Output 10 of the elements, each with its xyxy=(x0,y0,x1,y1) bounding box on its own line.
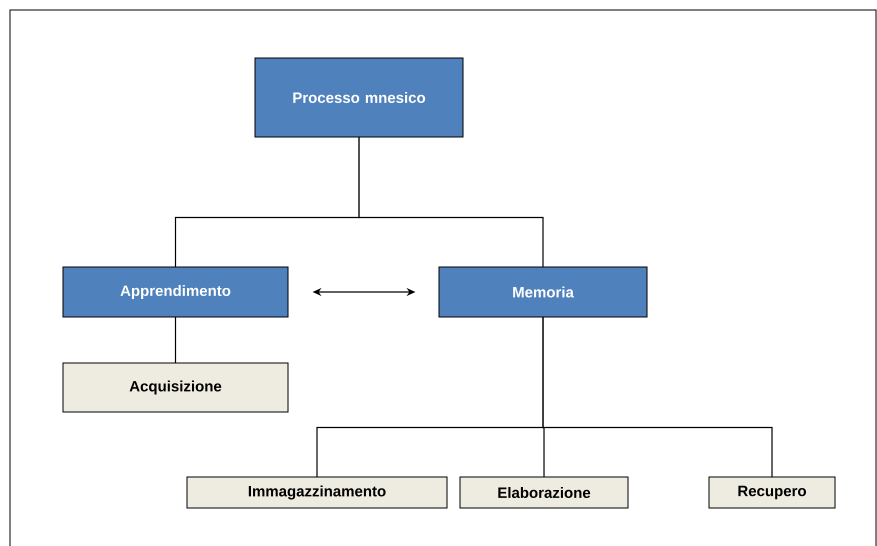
connector-line xyxy=(542,318,773,476)
concept-box: Processo mnesico xyxy=(254,58,464,138)
concept-box: Memoria xyxy=(438,266,648,318)
connector-line xyxy=(174,318,176,362)
connector-line xyxy=(358,138,544,266)
sub-concept-box: Immagazzinamento xyxy=(186,476,448,508)
sub-concept-box: Acquisizione xyxy=(62,362,288,412)
concept-box: Apprendimento xyxy=(62,266,288,318)
sub-concept-box: Recupero xyxy=(708,476,836,508)
sub-concept-box: Elaborazione xyxy=(460,476,628,508)
